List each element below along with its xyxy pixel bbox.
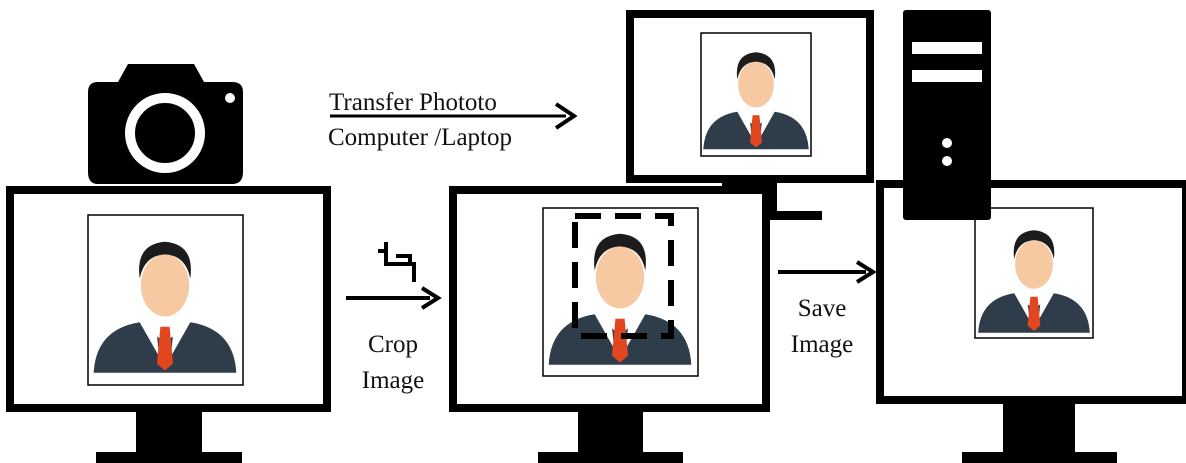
save-step: Save Image [778,260,877,358]
monitor-original-stand [136,410,202,454]
save-arrow-head [855,260,877,284]
save-label-line2: Image [791,331,853,358]
computer-tower-icon [903,10,991,220]
crop-arrow-head [420,286,442,310]
crop-selection-box [572,213,674,339]
monitor-original [6,186,331,463]
monitor-crop-base [538,452,683,463]
monitor-crop-stand [578,410,643,454]
crop-label-line2: Image [362,367,424,394]
monitor-saved-stand [1003,404,1075,454]
monitor-saved [876,180,1186,463]
crop-icon [378,242,416,282]
transfer-step: Transfer Phototo Computer /Laptop [328,89,578,151]
monitor-crop [449,186,770,463]
monitor-saved-base [962,452,1117,463]
monitor-original-base [96,452,242,463]
transfer-label-line2: Computer /Laptop [328,124,512,151]
transfer-arrow-head [554,102,578,130]
crop-step: Crop Image [346,286,442,394]
monitor-transfer [626,10,874,220]
save-label-line1: Save [798,295,847,322]
crop-label-line1: Crop [368,331,418,358]
camera-icon [88,64,243,184]
transfer-label-line1: Transfer Phototo [329,89,497,116]
